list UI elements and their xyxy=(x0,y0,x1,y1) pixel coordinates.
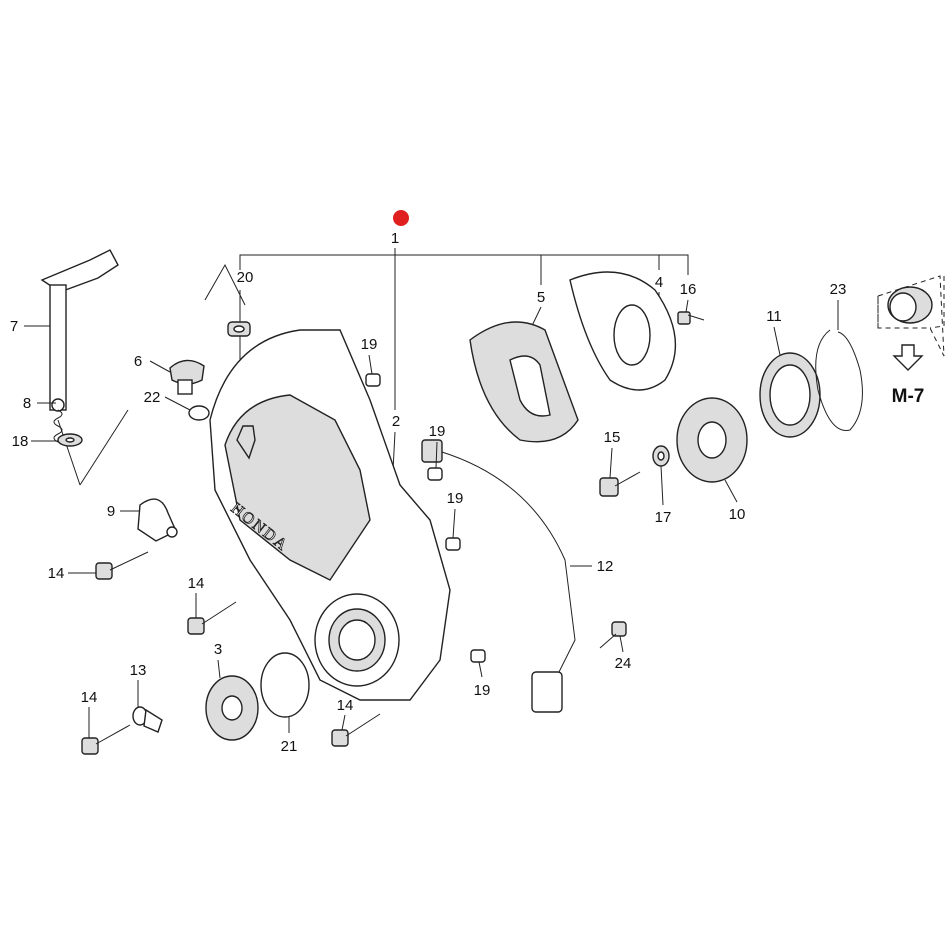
part-12-sensor-harness[interactable] xyxy=(421,439,576,713)
callout-8[interactable]: 8 xyxy=(23,395,31,412)
part-5-insulator[interactable] xyxy=(469,321,579,443)
part-19-dowel[interactable] xyxy=(470,649,486,663)
part-2-crankcase-cover[interactable]: HONDA xyxy=(209,329,451,701)
leader-lines xyxy=(24,299,839,738)
part-22-o-ring[interactable] xyxy=(188,405,210,421)
callout-21[interactable]: 21 xyxy=(281,738,298,755)
part-21-o-ring[interactable] xyxy=(260,652,310,718)
callout-20[interactable]: 20 xyxy=(237,269,254,286)
callout-2[interactable]: 2 xyxy=(392,413,400,430)
callout-19[interactable]: 19 xyxy=(361,336,378,353)
reference-label: M-7 xyxy=(892,386,925,407)
callout-14[interactable]: 14 xyxy=(337,697,354,714)
callout-19[interactable]: 19 xyxy=(474,682,491,699)
callout-16[interactable]: 16 xyxy=(680,281,697,298)
callout-4[interactable]: 4 xyxy=(655,274,663,291)
callout-19[interactable]: 19 xyxy=(429,423,446,440)
part-14-bolt[interactable] xyxy=(81,724,131,755)
part-19-dowel[interactable] xyxy=(365,373,381,387)
callout-24[interactable]: 24 xyxy=(615,655,632,672)
part-10-gear[interactable] xyxy=(676,397,748,483)
part-7-shift-arm[interactable] xyxy=(40,249,119,412)
callout-17[interactable]: 17 xyxy=(655,509,672,526)
reference-m7[interactable]: M-7 xyxy=(877,275,945,407)
part-23-circlip[interactable] xyxy=(815,329,863,431)
part-8-spring[interactable] xyxy=(53,409,63,443)
callout-labels: 1 20 7 6 22 8 18 9 14 14 3 13 14 21 14 1… xyxy=(10,230,847,755)
part-14-bolt[interactable] xyxy=(187,601,237,635)
callout-9[interactable]: 9 xyxy=(107,503,115,520)
part-19-dowel[interactable] xyxy=(445,537,461,551)
part-14-bolt[interactable] xyxy=(95,551,149,580)
callout-18[interactable]: 18 xyxy=(12,433,29,450)
part-18-washer[interactable] xyxy=(57,433,83,447)
callout-13[interactable]: 13 xyxy=(130,662,147,679)
callout-10[interactable]: 10 xyxy=(729,506,746,523)
callout-15[interactable]: 15 xyxy=(604,429,621,446)
part-14-bolt[interactable] xyxy=(331,713,381,747)
callout-6[interactable]: 6 xyxy=(134,353,142,370)
part-15-bolt[interactable] xyxy=(599,471,641,497)
part-11-one-way-clutch[interactable] xyxy=(759,352,821,438)
callout-19[interactable]: 19 xyxy=(447,490,464,507)
callout-12[interactable]: 12 xyxy=(597,558,614,575)
callout-22[interactable]: 22 xyxy=(144,389,161,406)
part-3-plug[interactable] xyxy=(205,675,259,741)
part-19-dowel[interactable] xyxy=(427,467,443,481)
part-20-seal[interactable] xyxy=(227,321,251,337)
part-9-clamp[interactable] xyxy=(137,498,178,542)
callout-1[interactable]: 1 xyxy=(391,230,399,247)
callout-14[interactable]: 14 xyxy=(188,575,205,592)
callout-14[interactable]: 14 xyxy=(81,689,98,706)
part-6-filler-cap[interactable] xyxy=(169,359,205,395)
part-24-bolt[interactable] xyxy=(599,621,627,649)
callout-11[interactable]: 11 xyxy=(766,308,782,325)
part-4-plate[interactable] xyxy=(569,271,677,391)
part-17-washer[interactable] xyxy=(652,445,670,467)
callout-23[interactable]: 23 xyxy=(830,281,847,298)
callout-14[interactable]: 14 xyxy=(48,565,65,582)
callout-3[interactable]: 3 xyxy=(214,641,222,658)
part-13-clamp[interactable] xyxy=(132,706,163,733)
part-16-bolt[interactable] xyxy=(677,311,705,325)
selection-marker[interactable] xyxy=(393,210,409,226)
callout-7[interactable]: 7 xyxy=(10,318,18,335)
callout-5[interactable]: 5 xyxy=(537,289,545,306)
